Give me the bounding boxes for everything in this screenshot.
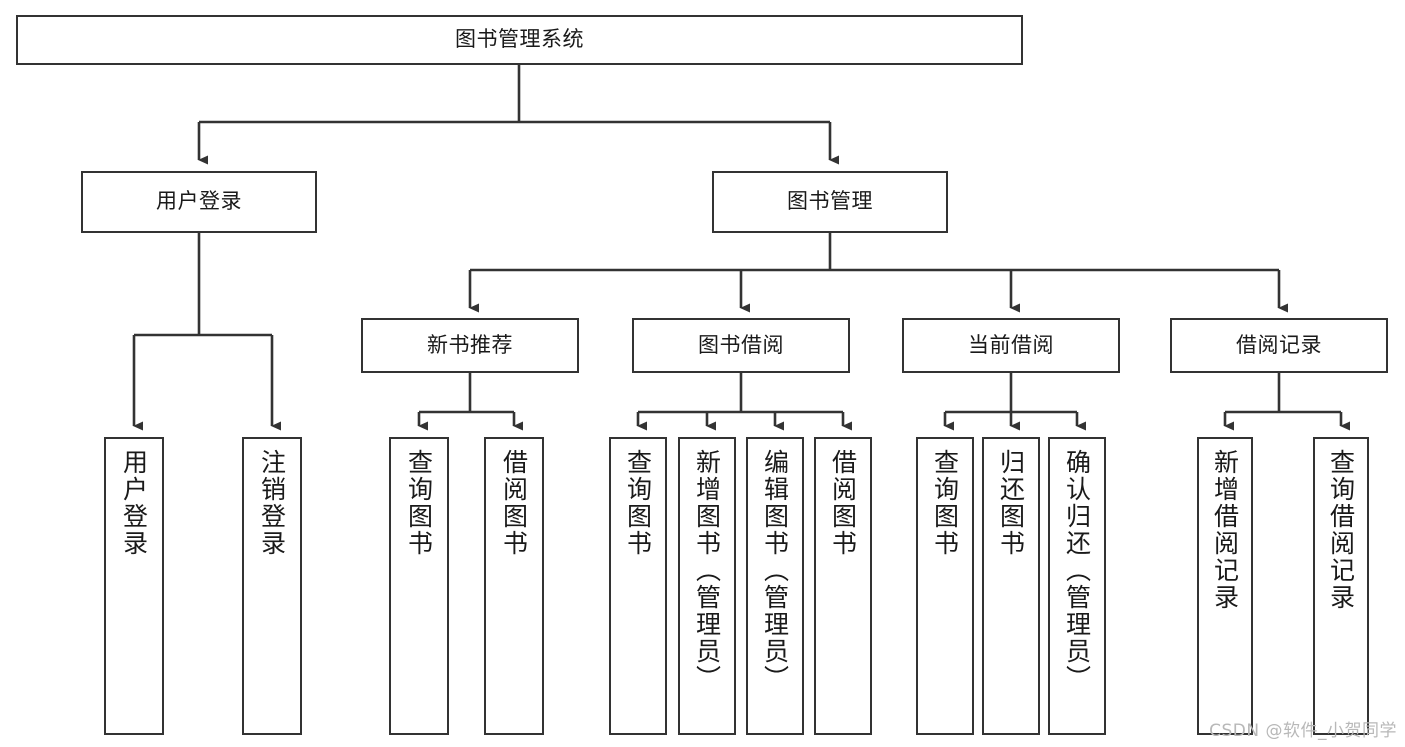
node-leaf-query-book-cur[interactable]: 查询图书	[916, 437, 974, 735]
node-leaf-query-borrow-record[interactable]: 查询借阅记录	[1313, 437, 1369, 735]
node-borrow-record[interactable]: 借阅记录	[1170, 318, 1388, 373]
node-leaf-query-book-borrow[interactable]: 查询图书	[609, 437, 667, 735]
node-new-book-recommend-label: 新书推荐	[427, 332, 513, 357]
node-book-manage[interactable]: 图书管理	[712, 171, 948, 233]
node-leaf-user-logout-label: 注销登录	[257, 449, 287, 557]
node-leaf-user-login-label: 用户登录	[119, 449, 149, 557]
node-leaf-add-book[interactable]: 新增图书（管理员）	[678, 437, 736, 735]
node-leaf-confirm-return-label: 确认归还（管理员）	[1062, 449, 1092, 692]
node-leaf-query-book-cur-label: 查询图书	[930, 449, 960, 557]
node-leaf-query-book-rec[interactable]: 查询图书	[389, 437, 449, 735]
node-leaf-query-borrow-record-label: 查询借阅记录	[1326, 449, 1356, 611]
node-leaf-borrow-book[interactable]: 借阅图书	[814, 437, 872, 735]
node-book-manage-label: 图书管理	[787, 189, 873, 214]
node-root-label: 图书管理系统	[455, 27, 584, 52]
node-leaf-borrow-book-rec[interactable]: 借阅图书	[484, 437, 544, 735]
node-current-borrow-label: 当前借阅	[968, 332, 1054, 357]
node-leaf-query-book-rec-label: 查询图书	[404, 449, 434, 557]
node-root[interactable]: 图书管理系统	[16, 15, 1023, 65]
node-leaf-add-book-label: 新增图书（管理员）	[692, 449, 722, 692]
node-leaf-borrow-book-label: 借阅图书	[828, 449, 858, 557]
node-borrow-record-label: 借阅记录	[1236, 332, 1322, 357]
node-leaf-borrow-book-rec-label: 借阅图书	[499, 449, 529, 557]
node-leaf-user-login[interactable]: 用户登录	[104, 437, 164, 735]
node-leaf-query-book-borrow-label: 查询图书	[623, 449, 653, 557]
node-leaf-confirm-return[interactable]: 确认归还（管理员）	[1048, 437, 1106, 735]
node-current-borrow[interactable]: 当前借阅	[902, 318, 1120, 373]
node-book-borrow[interactable]: 图书借阅	[632, 318, 850, 373]
node-leaf-user-logout[interactable]: 注销登录	[242, 437, 302, 735]
node-leaf-return-book-label: 归还图书	[996, 449, 1026, 557]
node-leaf-add-borrow-record-label: 新增借阅记录	[1210, 449, 1240, 611]
node-leaf-add-borrow-record[interactable]: 新增借阅记录	[1197, 437, 1253, 735]
node-leaf-edit-book[interactable]: 编辑图书（管理员）	[746, 437, 804, 735]
node-user-login-label: 用户登录	[156, 189, 242, 214]
node-new-book-recommend[interactable]: 新书推荐	[361, 318, 579, 373]
node-leaf-return-book[interactable]: 归还图书	[982, 437, 1040, 735]
node-leaf-edit-book-label: 编辑图书（管理员）	[760, 449, 790, 692]
node-book-borrow-label: 图书借阅	[698, 332, 784, 357]
watermark: CSDN @软件_小贺同学	[1209, 721, 1397, 741]
node-user-login[interactable]: 用户登录	[81, 171, 317, 233]
